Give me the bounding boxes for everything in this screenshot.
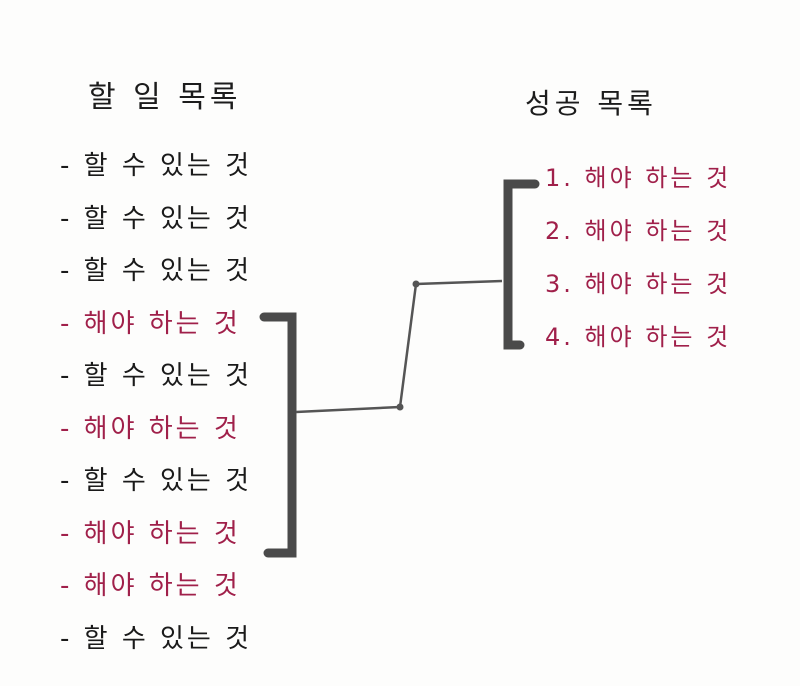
todo-item: - 할 수 있는 것 xyxy=(60,623,253,654)
success-item: 4. 해야 하는 것 xyxy=(545,323,732,351)
connector-line xyxy=(295,279,503,414)
todo-item: - 할 수 있는 것 xyxy=(60,151,253,181)
success-item: 2. 해야 하는 것 xyxy=(545,217,732,245)
connector-node xyxy=(412,280,420,288)
todo-item: - 해야 하는 것 xyxy=(60,308,241,339)
success-item: 3. 해야 하는 것 xyxy=(545,270,732,298)
todo-item: - 할 수 있는 것 xyxy=(60,203,253,234)
todo-item: - 할 수 있는 것 xyxy=(60,466,253,496)
todo-list: - 할 수 있는 것 - 할 수 있는 것 - 할 수 있는 것 - 해야 하는… xyxy=(60,140,252,665)
todo-item: - 할 수 있는 것 xyxy=(60,256,253,286)
left-bracket xyxy=(259,312,297,558)
todo-item: - 할 수 있는 것 xyxy=(60,361,253,391)
right-bracket xyxy=(503,179,540,350)
todo-item: - 해야 하는 것 xyxy=(60,571,241,601)
success-list: 1. 해야 하는 것 2. 해야 하는 것 3. 해야 하는 것 4. 해야 하… xyxy=(545,152,731,364)
todo-list-title: 할 일 목록 xyxy=(88,80,242,115)
success-item: 1. 해야 하는 것 xyxy=(545,164,732,192)
todo-item: - 해야 하는 것 xyxy=(60,518,241,549)
success-list-title: 성공 목록 xyxy=(525,87,657,120)
todo-item: - 해야 하는 것 xyxy=(60,413,241,444)
connector-node xyxy=(396,403,404,411)
